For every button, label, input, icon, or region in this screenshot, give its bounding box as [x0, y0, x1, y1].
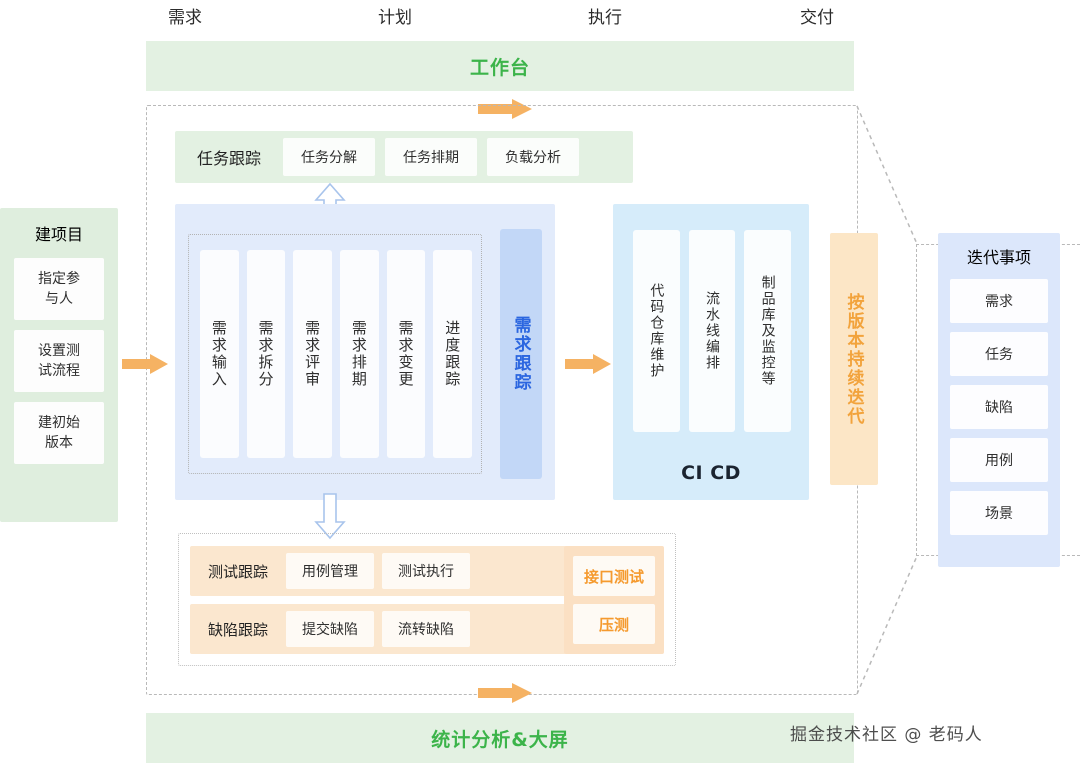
- project-to-pipeline-arrow-icon: [122, 354, 168, 374]
- watermark-text: 掘金技术社区 @ 老码人: [790, 724, 983, 745]
- workbench-down-arrow-icon: [478, 99, 532, 119]
- cicd-title: CI CD: [681, 462, 741, 484]
- defect-tracking-row: 缺陷跟踪 提交缺陷 流转缺陷: [190, 604, 566, 654]
- requirement-to-cicd-arrow-icon: [565, 354, 611, 374]
- task-chip-load-analysis[interactable]: 负载分析: [487, 138, 580, 176]
- phase-label-requirement: 需求: [168, 7, 202, 28]
- test-section-container: 测试跟踪 用例管理 测试执行 缺陷跟踪 提交缺陷 流转缺陷 接口测试 压测: [178, 533, 676, 666]
- requirement-tracking-bar[interactable]: 需求跟踪: [500, 229, 542, 479]
- expansion-connector: [856, 105, 918, 695]
- iteration-item-defect[interactable]: 缺陷: [950, 385, 1048, 429]
- project-card-test-flow[interactable]: 设置测 试流程: [14, 330, 104, 392]
- requirement-to-test-down-arrow-icon: [314, 493, 346, 540]
- continuous-iteration-bar: 按版本持续迭代: [830, 233, 878, 485]
- test-chip-submit-defect[interactable]: 提交缺陷: [286, 611, 375, 647]
- task-chip-schedule[interactable]: 任务排期: [385, 138, 478, 176]
- cicd-card-artifact-monitor[interactable]: 制品库及监控等: [744, 230, 792, 432]
- requirement-panel: 需求输入 需求拆分 需求评审 需求排期 需求变更 进度跟踪 需求跟踪: [175, 204, 555, 500]
- cicd-card-code-repo[interactable]: 代码仓库维护: [633, 230, 680, 432]
- iteration-item-requirement[interactable]: 需求: [950, 279, 1048, 323]
- project-card-assign-members[interactable]: 指定参 与人: [14, 258, 104, 320]
- test-tracking-row: 测试跟踪 用例管理 测试执行: [190, 546, 566, 596]
- create-project-title: 建项目: [34, 225, 83, 244]
- requirement-col-input[interactable]: 需求输入: [200, 250, 239, 458]
- requirement-col-review[interactable]: 需求评审: [293, 250, 333, 458]
- iteration-item-task[interactable]: 任务: [950, 332, 1048, 376]
- cicd-panel: 代码仓库维护 流水线编排 制品库及监控等 CI CD: [613, 204, 809, 500]
- cicd-card-pipeline[interactable]: 流水线编排: [688, 230, 736, 432]
- iteration-panel-title: 迭代事项: [966, 248, 1031, 267]
- requirement-col-change[interactable]: 需求变更: [386, 250, 426, 458]
- requirement-dotted-group: [188, 234, 482, 474]
- analytics-banner: 统计分析&大屏: [146, 713, 854, 763]
- phase-label-execute: 执行: [588, 7, 622, 28]
- test-chip-stress-test[interactable]: 压测: [573, 604, 655, 644]
- test-chip-api-test[interactable]: 接口测试: [573, 556, 655, 596]
- task-tracking-label: 任务跟踪: [197, 149, 262, 168]
- test-chip-test-execution[interactable]: 测试执行: [382, 553, 471, 589]
- create-project-panel: 建项目 指定参 与人 设置测 试流程 建初始 版本: [0, 208, 118, 522]
- defect-tracking-label: 缺陷跟踪: [208, 620, 269, 639]
- workbench-banner: 工作台: [146, 41, 854, 91]
- task-tracking-row: 任务跟踪 任务分解 任务排期 负载分析: [175, 131, 633, 183]
- project-card-initial-version[interactable]: 建初始 版本: [14, 402, 104, 464]
- requirement-col-progress[interactable]: 进度跟踪: [433, 250, 473, 458]
- iteration-items-panel: 迭代事项 需求 任务 缺陷 用例 场景: [938, 233, 1060, 567]
- test-chip-transfer-defect[interactable]: 流转缺陷: [382, 611, 471, 647]
- cicd-card-list: 代码仓库维护 流水线编排 制品库及监控等: [633, 230, 792, 432]
- phase-label-deliver: 交付: [800, 7, 834, 28]
- phase-label-plan: 计划: [378, 7, 412, 28]
- pipeline-to-analytics-arrow-icon: [478, 683, 532, 703]
- requirement-column-list: 需求输入 需求拆分 需求评审 需求排期 需求变更 进度跟踪: [200, 250, 473, 458]
- requirement-col-split[interactable]: 需求拆分: [246, 250, 286, 458]
- test-chip-case-management[interactable]: 用例管理: [286, 553, 375, 589]
- test-tracking-label: 测试跟踪: [208, 562, 269, 581]
- extra-test-panel: 接口测试 压测: [564, 546, 664, 654]
- iteration-item-case[interactable]: 用例: [950, 438, 1048, 482]
- requirement-col-schedule[interactable]: 需求排期: [340, 250, 379, 458]
- iteration-item-scenario[interactable]: 场景: [950, 491, 1048, 535]
- task-chip-decompose[interactable]: 任务分解: [283, 138, 376, 176]
